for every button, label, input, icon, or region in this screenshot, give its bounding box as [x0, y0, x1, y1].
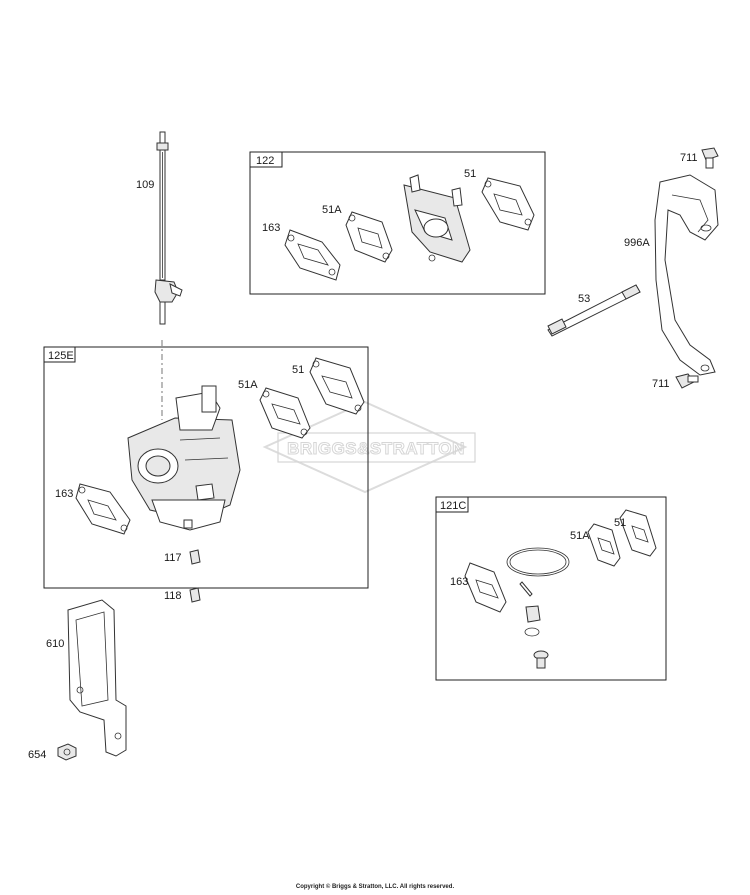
- gasket-51-121c[interactable]: [619, 509, 657, 557]
- label-122-51: 51: [464, 168, 476, 180]
- label-125e-163: 163: [55, 488, 73, 500]
- gasket-51-122[interactable]: [481, 177, 535, 231]
- float-pin[interactable]: [519, 581, 533, 597]
- gasket-51a-125e[interactable]: [259, 387, 311, 439]
- gasket-51a-122[interactable]: [345, 211, 393, 263]
- part-118[interactable]: [189, 587, 201, 603]
- label-118: 118: [164, 590, 182, 602]
- group-122-label: 122: [256, 155, 274, 167]
- bracket-996a[interactable]: [654, 174, 719, 376]
- group-121c-label: 121C: [440, 500, 466, 512]
- label-122-163: 163: [262, 222, 280, 234]
- label-610: 610: [46, 638, 64, 650]
- part-117-jet[interactable]: [189, 549, 201, 565]
- intake-spacer-122[interactable]: [403, 174, 471, 263]
- copyright-notice: Copyright © Briggs & Stratton, LLC. All …: [295, 884, 455, 890]
- main-jet-121c[interactable]: [533, 650, 549, 669]
- label-121c-51: 51: [614, 517, 626, 529]
- gasket-51a-121c[interactable]: [587, 523, 621, 567]
- label-121c-51a: 51A: [570, 530, 590, 542]
- gasket-163-122[interactable]: [284, 229, 341, 281]
- group-125e-box: [43, 346, 369, 589]
- label-654: 654: [28, 749, 46, 761]
- group-121c-box: [435, 496, 667, 681]
- float-bowl-gasket[interactable]: [506, 547, 570, 577]
- part-654-nut[interactable]: [57, 743, 77, 761]
- label-122-51a: 51A: [322, 204, 342, 216]
- group-125e-label: 125E: [48, 350, 74, 362]
- label-711-top: 711: [680, 152, 698, 164]
- gasket-163-125e[interactable]: [75, 483, 131, 535]
- gasket-51-125e[interactable]: [309, 357, 365, 415]
- label-117: 117: [164, 552, 182, 564]
- label-996a: 996A: [624, 237, 650, 249]
- bolt-711-bottom[interactable]: [675, 373, 699, 389]
- needle-valve[interactable]: [524, 605, 541, 637]
- bolt-711-top[interactable]: [701, 147, 719, 169]
- label-711-bottom: 711: [652, 378, 670, 390]
- label-125e-51: 51: [292, 364, 304, 376]
- label-109: 109: [136, 179, 154, 191]
- part-109-rod[interactable]: [154, 131, 183, 420]
- watermark-text: BRIGGS&STRATTON: [287, 439, 465, 458]
- part-610-cover[interactable]: [67, 599, 127, 757]
- label-125e-51a: 51A: [238, 379, 258, 391]
- carburetor[interactable]: [127, 385, 241, 531]
- stud-53[interactable]: [547, 284, 641, 337]
- group-122-box: [249, 151, 546, 295]
- label-53: 53: [578, 293, 590, 305]
- label-121c-163: 163: [450, 576, 468, 588]
- gasket-163-121c[interactable]: [464, 562, 507, 613]
